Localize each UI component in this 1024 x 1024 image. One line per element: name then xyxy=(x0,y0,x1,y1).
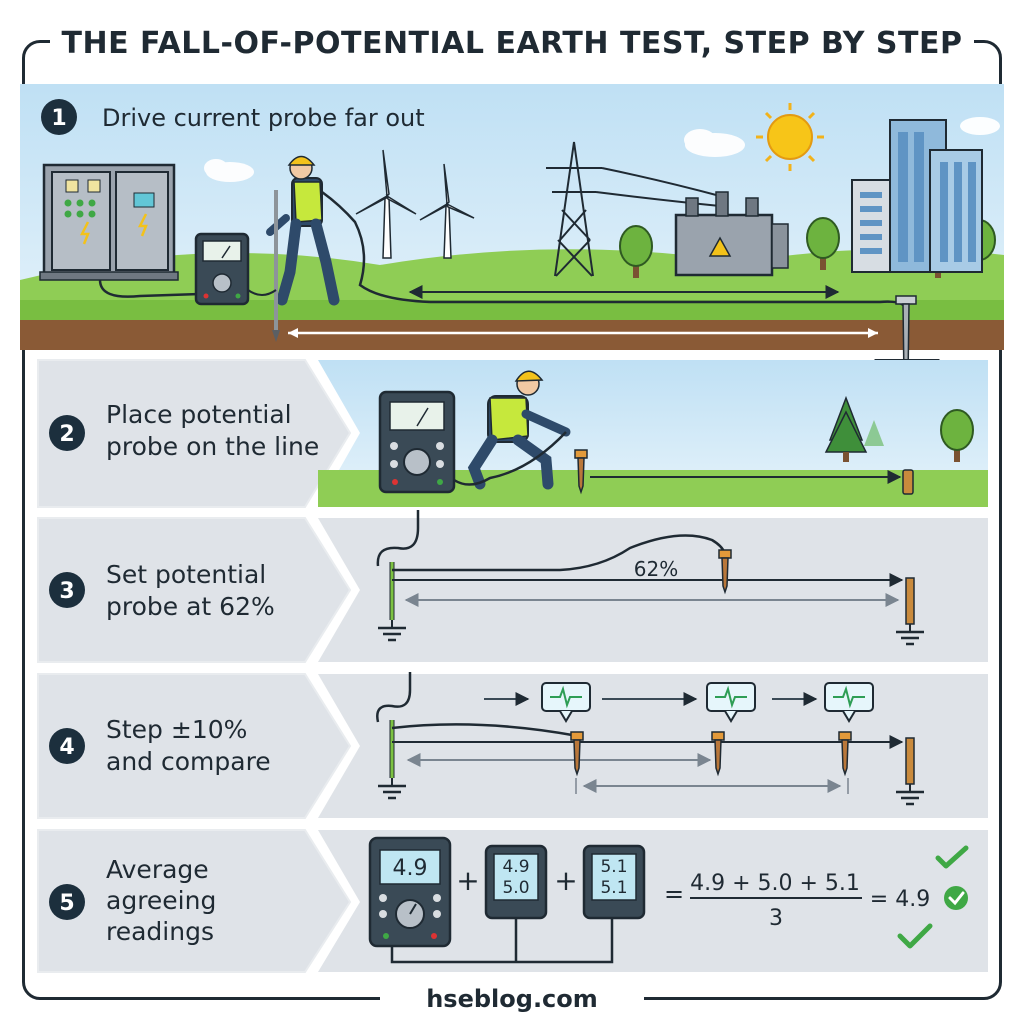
pylon-icon xyxy=(546,141,721,277)
footer-site-label: hseblog.com xyxy=(380,983,644,1017)
svg-text:2: 2 xyxy=(59,422,74,447)
building-icon xyxy=(851,119,983,273)
step3-label-line-2: probe at 62% xyxy=(106,592,275,621)
meter-b-line-2: 5.0 xyxy=(502,878,529,898)
formula-numerator: 4.9 + 5.0 + 5.1 xyxy=(690,871,860,896)
sun-icon xyxy=(756,103,824,171)
step2-number-badge: 2 xyxy=(49,415,85,451)
step5-number-badge: 5 xyxy=(49,884,85,920)
step4-label-line-2: and compare xyxy=(106,747,271,776)
formula-result: = 4.9 xyxy=(870,887,930,912)
tree-icon xyxy=(824,395,884,462)
step1-panel xyxy=(20,84,1004,412)
step5-panel: 4.9 4.9 5.0 5.1 5.1 + + = 4.9 + 5.0 + 5.… xyxy=(37,829,988,973)
svg-text:3: 3 xyxy=(59,579,74,604)
step3-label-line-1: Set potential xyxy=(106,560,266,589)
percent-label: 62% xyxy=(634,557,678,581)
check-icon xyxy=(935,845,969,869)
svg-text:5: 5 xyxy=(59,891,74,916)
meter-b-line-1: 4.9 xyxy=(502,857,529,877)
plus-sign-1: + xyxy=(456,864,479,897)
step4-number-badge: 4 xyxy=(49,728,85,764)
worker-icon xyxy=(467,370,571,490)
meter-icon xyxy=(194,232,250,306)
step1-number-badge: 1 xyxy=(41,99,77,135)
step5-label-line-3: readings xyxy=(106,917,214,946)
step5-label-line-2: agreeing xyxy=(106,886,216,915)
svg-text:1: 1 xyxy=(51,106,66,131)
svg-text:4: 4 xyxy=(59,735,74,760)
meter-icon xyxy=(368,836,452,948)
diagram-title: THE FALL-OF-POTENTIAL EARTH TEST, STEP B… xyxy=(40,24,984,64)
formula-denominator: 3 xyxy=(769,906,783,931)
step3-panel: 62% xyxy=(37,510,988,663)
step2-label-line-1: Place potential xyxy=(106,400,292,429)
transformer-icon xyxy=(674,191,789,277)
meter-c-line-1: 5.1 xyxy=(600,857,627,877)
meter-c-line-2: 5.1 xyxy=(600,878,627,898)
meter-icon xyxy=(582,844,646,920)
worker-icon xyxy=(266,155,431,342)
step2-label-line-2: probe on the line xyxy=(106,432,319,461)
check-icon xyxy=(897,923,933,949)
switchgear-cabinet-icon xyxy=(39,163,179,281)
meter-icon xyxy=(484,844,548,920)
step5-label-line-1: Average xyxy=(106,855,209,884)
step2-panel xyxy=(37,359,988,508)
step1-label: Drive current probe far out xyxy=(102,104,425,132)
equals-sign: = xyxy=(664,880,684,908)
step4-label-line-1: Step ±10% xyxy=(106,715,247,744)
check-icon xyxy=(944,886,968,910)
step3-number-badge: 3 xyxy=(49,572,85,608)
plus-sign-2: + xyxy=(554,864,577,897)
wind-turbine-icon xyxy=(355,149,475,259)
meter-icon xyxy=(378,390,456,494)
step4-panel xyxy=(37,672,988,819)
meter-reading: 4.9 xyxy=(393,856,428,881)
